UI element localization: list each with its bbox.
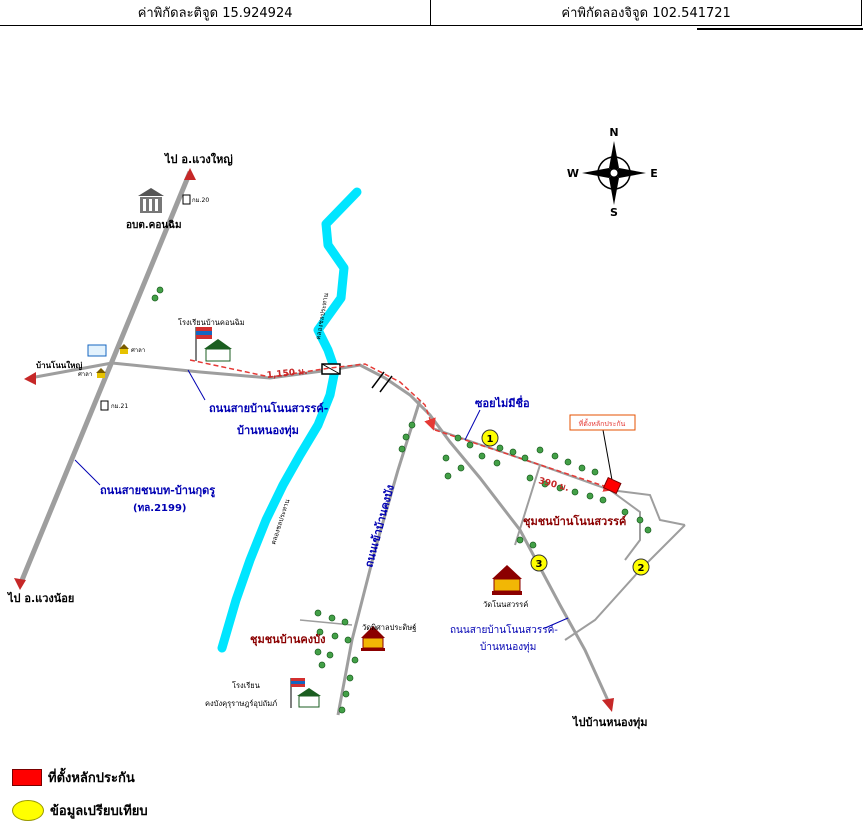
school-kong-bang-icon <box>290 678 321 708</box>
collateral-swatch <box>12 769 42 786</box>
comparison-marker-3: 3 <box>530 554 548 572</box>
temple-non-sawan-icon <box>492 565 522 595</box>
route-1150m <box>189 359 436 431</box>
label-soi-no-name: ซอยไม่มีชื่อ <box>475 395 530 410</box>
label-to-waeng-yai: ไป อ.แวงใหญ่ <box>163 152 233 166</box>
compass-e: E <box>650 167 658 180</box>
label-road-non-sawan-1: ถนนสายบ้านโนนสวรรค์- <box>209 401 328 415</box>
highway-2199 <box>17 171 193 586</box>
compass-rose-icon <box>582 141 646 205</box>
road-break-icon <box>371 371 393 393</box>
legend-comparison-label: ข้อมูลเปรียบเทียบ <box>50 804 148 819</box>
road-south-branch <box>564 524 686 641</box>
compass-s: S <box>610 206 618 219</box>
site-label-box <box>569 414 636 431</box>
road-soi-branch <box>609 489 686 526</box>
svg-text:3: 3 <box>536 559 543 570</box>
road-kong-bang <box>336 399 422 716</box>
arrow-west-icon <box>24 372 36 385</box>
label-community-non-sawan: ชุมชนบ้านโนนสวรรค์ <box>523 514 626 529</box>
irrigation-canal <box>217 187 362 653</box>
label-road-lower-1: ถนนสายบ้านโนนสวรรค์- <box>450 623 558 636</box>
road-non-sawan <box>111 361 612 706</box>
comparison-swatch <box>12 800 44 821</box>
label-highway-2: (ทล.2199) <box>133 503 187 514</box>
latitude-cell: ค่าพิกัดละติจูด 15.924924 <box>0 0 432 26</box>
label-km20: กม.20 <box>192 197 209 204</box>
school-khon-chim-icon <box>195 327 232 362</box>
label-dist-1150: 1,150 ม. <box>266 367 308 381</box>
site-label-text: ที่ตั้งหลักประกัน <box>579 417 626 428</box>
label-ban-non-yai: บ้านโนนใหญ่ <box>36 360 82 371</box>
comparison-marker-1: 1 <box>481 429 499 447</box>
label-school-khon-chim: โรงเรียนบ้านคอนฉิม <box>178 318 245 327</box>
label-road-kong-bang: ถนนเข้าบ้านคงบัง <box>362 483 397 568</box>
label-to-waeng-noi: ไป อ.แวงน้อย <box>6 591 74 605</box>
svg-text:2: 2 <box>638 563 645 574</box>
sala-icon <box>119 344 129 354</box>
leader-highway <box>74 459 101 486</box>
collateral-site-marker <box>602 476 622 495</box>
label-sao: อบต.คอนฉิม <box>126 219 182 231</box>
coordinate-table: ค่าพิกัดละติจูด 15.924924 ค่าพิกัดลองจิจ… <box>0 0 862 26</box>
leader-road-upper <box>187 369 206 401</box>
label-highway-1: ถนนสายชนบท-บ้านกุดรู <box>100 484 215 498</box>
label-to-ban-nong-thum: ไปบ้านหนองทุ่ม <box>571 715 647 730</box>
label-wat-non-sawan: วัดโนนสวรรค์ <box>483 600 528 609</box>
temple-phisan-icon <box>361 626 385 651</box>
legend-comparison: ข้อมูลเปรียบเทียบ <box>12 800 148 821</box>
label-km21: กม.21 <box>111 403 128 410</box>
sao-building-icon <box>138 188 164 213</box>
arrow-south-east-icon <box>602 698 614 712</box>
road-to-ban-non-yai <box>29 361 113 380</box>
leader-soi <box>464 409 481 441</box>
svg-text:1: 1 <box>487 434 494 445</box>
label-wat-phisan: วัดพิศาลประดิษฐ์ <box>362 623 416 632</box>
label-community-kong-bang: ชุมชนบ้านคงบัง <box>250 633 325 647</box>
km-post-icon <box>182 194 191 205</box>
longitude-cell: ค่าพิกัดลองจิจูด 102.541721 <box>430 0 862 26</box>
compass-w: W <box>567 167 579 180</box>
trees <box>151 286 652 714</box>
arrow-north-icon <box>184 168 196 180</box>
sala-icon <box>96 368 106 378</box>
label-road-lower-2: บ้านหนองทุ่ม <box>480 641 536 653</box>
leader-site <box>602 429 613 481</box>
road-soi <box>431 427 641 561</box>
label-school-kong-bang-2: คงบังคุรุราษฎร์อุปถัมภ์ <box>205 699 277 708</box>
label-road-non-sawan-2: บ้านหนองทุ่ม <box>237 424 299 438</box>
label-school-kong-bang-1: โรงเรียน <box>232 681 260 690</box>
road-community-link <box>514 464 541 546</box>
leader-road-lower <box>544 617 569 629</box>
label-sala-2: ศาลา <box>78 371 92 378</box>
table-underline <box>697 28 863 30</box>
legend-collateral: ที่ตั้งหลักประกัน <box>12 767 135 788</box>
bridge-icon <box>321 363 341 375</box>
label-sala-1: ศาลา <box>131 347 145 354</box>
village-sign-icon <box>87 344 107 357</box>
km-post-icon <box>100 400 109 411</box>
arrow-south-west-icon <box>14 578 26 590</box>
label-dist-390: 390 ม. <box>537 476 570 494</box>
legend-collateral-label: ที่ตั้งหลักประกัน <box>48 771 135 786</box>
comparison-marker-2: 2 <box>632 558 650 576</box>
compass-n: N <box>609 126 618 139</box>
